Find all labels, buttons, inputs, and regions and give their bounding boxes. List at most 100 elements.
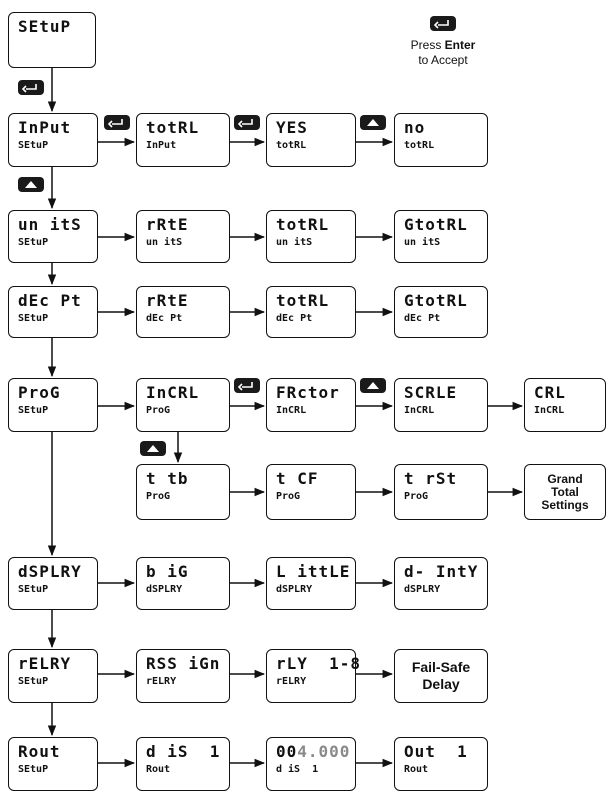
node-sub-text: dEc Pt [404,313,441,324]
up-arrow-key-icon [360,115,386,130]
node-sub-text: InCRL [404,405,435,416]
node-main-text: t CF [276,469,319,488]
node-main-text: rLY 1-8 [276,654,362,673]
node-total-decpt: totRL dEc Pt [266,286,356,338]
node-main-text: GtotRL [404,291,468,310]
up-arrow-key-icon [360,378,386,393]
up-arrow-key-icon [140,441,166,456]
legend-press-text: Press [410,38,445,52]
node-sub-text: totRL [404,140,435,151]
node-main-text: t rSt [404,469,458,488]
failsafe-line-2: Delay [422,676,460,692]
node-rate-decpt: rRtE dEc Pt [136,286,230,338]
node-sub-text: rELRY [276,676,307,687]
node-gtotal-units: GtotRL un itS [394,210,488,263]
node-grand-total-settings: Grand Total Settings [524,464,606,520]
node-main-text: totRL [276,215,330,234]
node-main-text: totRL [276,291,330,310]
legend-enter-text: Enter [444,38,476,52]
node-tcf-prog: t CF ProG [266,464,356,520]
node-main-text: SEtuP [18,17,72,36]
enter-key-icon [18,80,44,95]
node-main-text: ProG [18,383,61,402]
node-cal-incal: CRL InCRL [524,378,606,432]
node-main-text: totRL [146,118,200,137]
node-sub-text: Rout [146,764,171,775]
node-sub-text: InCRL [534,405,565,416]
node-ttb-prog: t tb ProG [136,464,230,520]
node-value-display: 004.000 [276,743,355,761]
node-main-text: dSPLRY [18,562,82,581]
node-sub-text: SEtuP [18,313,49,324]
node-main-text: YES [276,118,308,137]
node-sub-text: ProG [146,405,171,416]
node-sub-text: InCRL [276,405,307,416]
node-decpt-setup: dEc Pt SEtuP [8,286,98,338]
node-main-text: rELRY [18,654,72,673]
node-sub-text: dSPLRY [404,584,441,595]
node-prog-setup: ProG SEtuP [8,378,98,432]
node-rly-relay: rLY 1-8 rELRY [266,649,362,703]
node-little-display: L ittLE dSPLRY [266,557,356,610]
node-big-display: b iG dSPLRY [136,557,230,610]
node-input-setup: InPut SEtuP [8,113,98,167]
node-sub-text: ProG [404,491,429,502]
node-main-text: dEc Pt [18,291,82,310]
node-main-text: InCRL [146,383,200,402]
node-sub-text: dSPLRY [276,584,313,595]
node-yes-total: YES totRL [266,113,356,167]
node-factor-incal: FRctor InCRL [266,378,356,432]
node-sub-text: un itS [276,237,313,248]
value-dark-digits: 00 [276,742,298,761]
node-main-text: rRtE [146,215,189,234]
node-sub-text: dSPLRY [146,584,183,595]
node-main-text: un itS [18,215,82,234]
node-sub-text: SEtuP [18,764,49,775]
node-total-input: totRL InPut [136,113,230,167]
node-value-dis1: 004.000 d iS 1 [266,737,356,791]
legend-press-enter: Press Enter to Accept [388,38,498,68]
legend-accept-text: to Accept [418,53,468,67]
node-main-text: b iG [146,562,189,581]
node-out1-aout: Out 1 Rout [394,737,488,791]
enter-key-icon [430,16,456,31]
node-units-setup: un itS SEtuP [8,210,98,263]
node-gtotal-decpt: GtotRL dEc Pt [394,286,488,338]
node-sub-text: InPut [146,140,177,151]
enter-key-icon [234,115,260,130]
value-gray-digits: 4.000 [297,742,351,761]
node-sub-text: ProG [146,491,171,502]
grand-total-line-3: Settings [541,497,589,512]
node-main-text: FRctor [276,383,340,402]
node-main-text: Rout [18,742,61,761]
node-dis1-aout: d iS 1 Rout [136,737,230,791]
node-sub-text: SEtuP [18,676,49,687]
node-sub-text: rELRY [146,676,177,687]
node-setup: SEtuP [8,12,96,68]
node-main-text: t tb [146,469,189,488]
grand-total-line-2: Total [551,484,579,499]
enter-key-icon [104,115,130,130]
node-assign-relay: RSS iGn rELRY [136,649,230,703]
node-main-text: d- IntY [404,562,479,581]
node-sub-text: d iS 1 [276,764,319,775]
failsafe-line-1: Fail-Safe [411,659,471,675]
node-sub-text: ProG [276,491,301,502]
node-main-text: Out 1 [404,742,468,761]
node-sub-text: totRL [276,140,307,151]
node-main-text: L ittLE [276,562,351,581]
node-relay-setup: rELRY SEtuP [8,649,98,703]
node-sub-text: SEtuP [18,584,49,595]
node-sub-text: dEc Pt [146,313,183,324]
node-main-text: d iS 1 [146,742,221,761]
node-main-text: CRL [534,383,566,402]
node-sub-text: SEtuP [18,140,49,151]
node-aout-setup: Rout SEtuP [8,737,98,791]
node-main-text: rRtE [146,291,189,310]
node-total-units: totRL un itS [266,210,356,263]
node-sub-text: dEc Pt [276,313,313,324]
node-main-text: SCRLE [404,383,458,402]
node-rate-units: rRtE un itS [136,210,230,263]
node-incal-prog: InCRL ProG [136,378,230,432]
